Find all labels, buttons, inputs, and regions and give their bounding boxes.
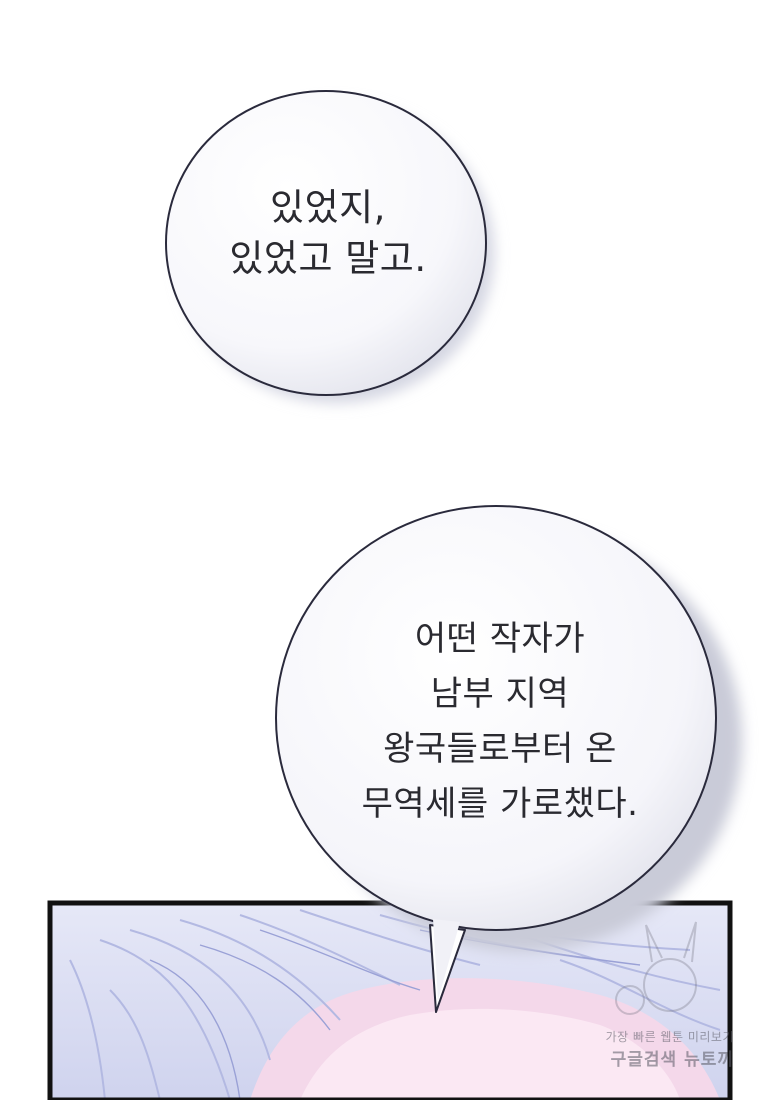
bubble-top-text: 있었지, 있었고 말고. [170,182,486,284]
bubble-top-line-1: 있었지, [270,186,386,229]
bubble-bottom-text: 어떤 작자가 남부 지역 왕국들로부터 온 무역세를 가로챘다. [290,612,710,832]
watermark-line-2: 구글검색 뉴토끼 [610,1050,734,1070]
watermark-line-1: 가장 빠른 웹툰 미리보기 [605,1030,734,1044]
bubble-bottom-line-2: 남부 지역 [430,674,570,714]
illustration-panel [47,900,733,1100]
bubble-bottom-line-1: 어떤 작자가 [414,619,586,659]
speech-bubble-top [165,90,494,403]
speech-bubble-bottom [275,505,742,1013]
bubble-bottom-line-3: 왕국들로부터 온 [383,729,617,769]
bubble-top-line-2: 있었고 말고. [229,237,427,280]
bubble-bottom-line-4: 무역세를 가로챘다. [361,784,639,824]
watermark: 가장 빠른 웹툰 미리보기 구글검색 뉴토끼 [606,1028,734,1070]
watermark-mascot [615,921,697,1015]
